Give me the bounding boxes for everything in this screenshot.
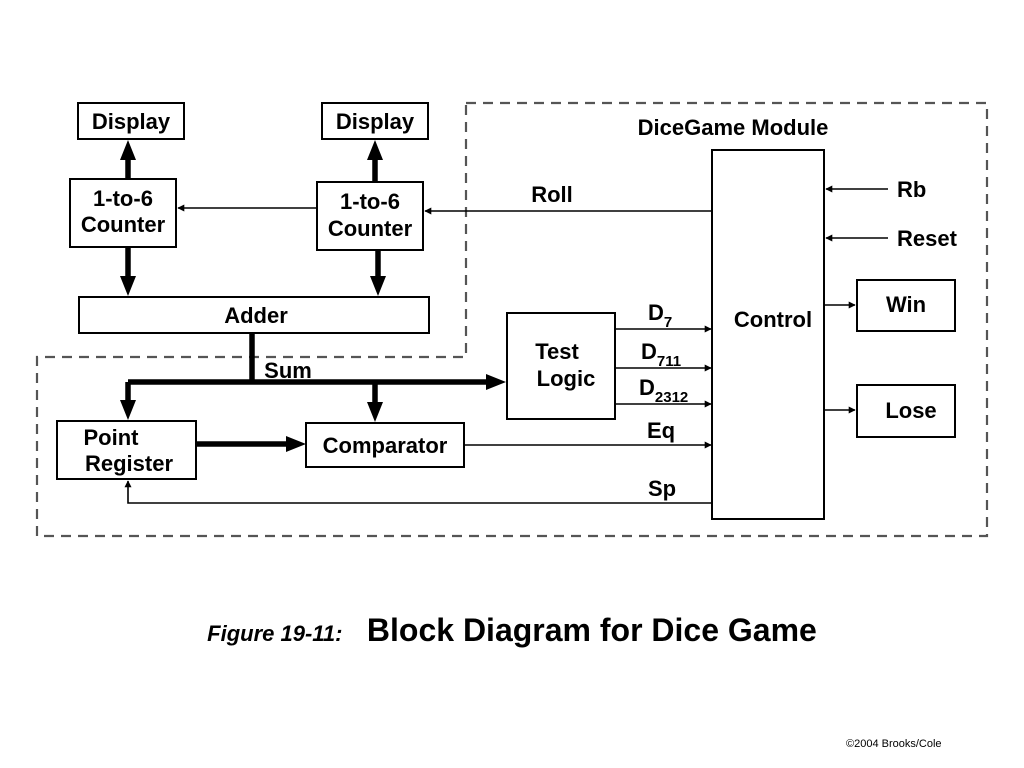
sum-label: Sum — [264, 358, 312, 383]
svg-text:Control: Control — [734, 307, 812, 332]
control-block: Control — [711, 149, 825, 520]
reset-label: Reset — [897, 226, 958, 251]
point-register-to-comparator-arrowhead — [286, 436, 306, 452]
comparator-block: Comparator — [305, 422, 465, 468]
adder-block: Adder — [78, 296, 430, 334]
rb-label: Rb — [897, 177, 926, 202]
test-logic-block: Test Logic — [506, 312, 616, 420]
svg-text:Register: Register — [85, 451, 173, 476]
d2312-label: D2312 — [639, 375, 688, 406]
module-label: DiceGame Module — [638, 115, 829, 140]
figure-title: Block Diagram for Dice Game — [366, 612, 817, 648]
counter-left-to-adder-arrowhead — [120, 276, 136, 296]
figure-caption: Figure 19-11: Block Diagram for Dice Gam… — [0, 612, 1024, 649]
svg-text:Adder: Adder — [224, 303, 288, 328]
display-left-block: Display — [77, 102, 185, 140]
counter-left-block: 1-to-6 Counter — [69, 178, 177, 248]
svg-text:Point: Point — [84, 425, 140, 450]
sp-line — [124, 480, 712, 504]
svg-text:Counter: Counter — [328, 216, 413, 241]
svg-text:Comparator: Comparator — [323, 433, 448, 458]
d7-label: D7 — [648, 300, 672, 331]
svg-text:1-to-6: 1-to-6 — [93, 186, 153, 211]
sp-label: Sp — [648, 476, 676, 501]
counter-right-to-display-arrowhead — [367, 140, 383, 160]
display-right-block: Display — [321, 102, 429, 140]
lose-block: Lose — [856, 384, 956, 438]
dicegame-module-boundary — [35, 101, 989, 538]
roll-label: Roll — [531, 182, 573, 207]
svg-text:1-to-6: 1-to-6 — [340, 189, 400, 214]
svg-text:Display: Display — [336, 109, 415, 134]
d711-label: D711 — [641, 339, 681, 370]
svg-text:Logic: Logic — [537, 366, 596, 391]
counter-left-to-display-arrowhead — [120, 140, 136, 160]
svg-text:Win: Win — [886, 292, 926, 317]
figure-number: Figure 19-11: — [207, 621, 343, 646]
sum-to-test-logic-arrowhead — [486, 374, 506, 390]
sum-to-point-register-arrowhead — [120, 400, 136, 420]
point-register-block: Point Register — [56, 420, 197, 480]
eq-label: Eq — [647, 418, 675, 443]
copyright-notice: ©2004 Brooks/Cole — [846, 738, 942, 750]
svg-text:Display: Display — [92, 109, 171, 134]
counter-right-block: 1-to-6 Counter — [316, 181, 424, 251]
svg-text:Counter: Counter — [81, 212, 166, 237]
svg-text:Test: Test — [535, 339, 579, 364]
svg-text:Lose: Lose — [885, 398, 936, 423]
sum-to-comparator-arrowhead — [367, 402, 383, 422]
dice-game-block-diagram: DiceGame Module Display Display 1-to-6 C… — [35, 101, 989, 538]
counter-right-to-adder-arrowhead — [370, 276, 386, 296]
win-block: Win — [856, 279, 956, 332]
